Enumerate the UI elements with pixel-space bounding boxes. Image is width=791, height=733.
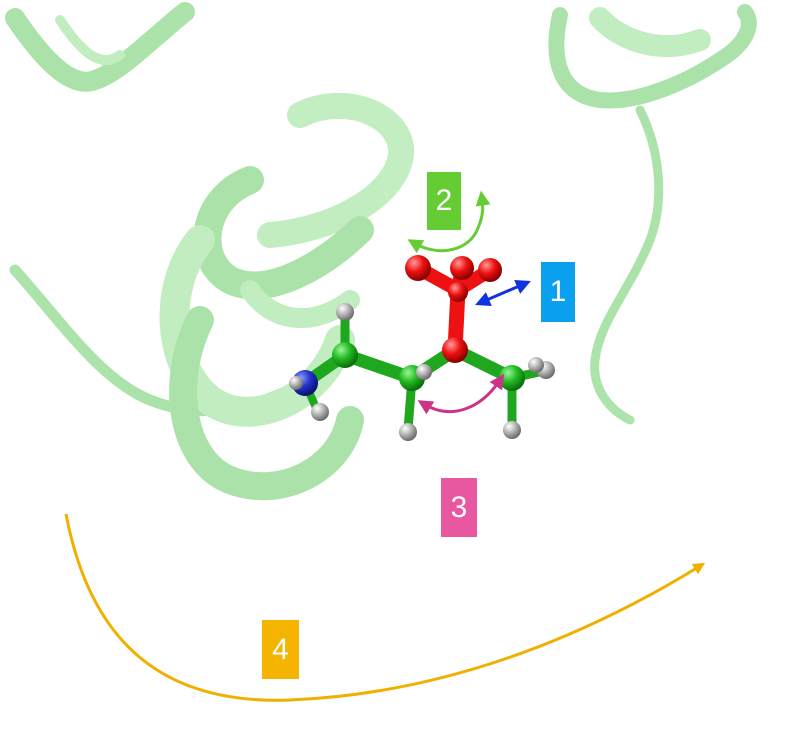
motion-arrows — [64, 190, 706, 702]
atom-oxygen — [405, 255, 431, 281]
ribbon-loop-top-right — [548, 4, 757, 109]
label-3-text: 3 — [450, 490, 468, 524]
atom-oxygen — [442, 337, 468, 363]
molecule-atoms — [289, 255, 555, 441]
arrow-4-global-motion — [64, 513, 706, 702]
atom-hydrogen — [399, 423, 417, 441]
ribbon-helix-turn-2 — [193, 166, 374, 300]
label-2: 2 — [427, 172, 461, 230]
arrow-2-rotation — [407, 190, 491, 254]
atom-oxygen — [448, 282, 468, 302]
ribbon-loop-top-left — [5, 2, 195, 92]
label-1-text: 1 — [549, 275, 567, 308]
label-2-text: 2 — [435, 184, 453, 217]
atom-hydrogen — [311, 403, 329, 421]
label-3: 3 — [441, 478, 477, 537]
ribbon-loop-top-left-inner — [55, 15, 125, 65]
ribbon-helix-turn-1 — [257, 92, 415, 248]
label-1: 1 — [541, 262, 575, 322]
ribbon-helix-top-right-band — [589, 7, 711, 58]
arrow-3-torsion — [417, 373, 505, 415]
atom-hydrogen — [503, 421, 521, 439]
atom-hydrogen — [289, 376, 303, 390]
atom-oxygen — [478, 258, 502, 282]
label-4: 4 — [262, 620, 299, 679]
protein-ribbon — [5, 2, 757, 501]
ribbon-coil-right — [590, 105, 664, 425]
atom-oxygen — [450, 256, 474, 280]
atom-hydrogen — [336, 303, 354, 321]
atom-carbon — [499, 365, 525, 391]
atom-hydrogen — [416, 364, 432, 380]
atom-carbon — [332, 342, 358, 368]
arrow-1-translation — [475, 280, 531, 306]
ribbon-helix-turn-4 — [169, 306, 364, 501]
label-4-text: 4 — [272, 632, 289, 666]
atom-hydrogen — [528, 357, 544, 373]
ribbon-helix-turn-5 — [240, 280, 360, 329]
